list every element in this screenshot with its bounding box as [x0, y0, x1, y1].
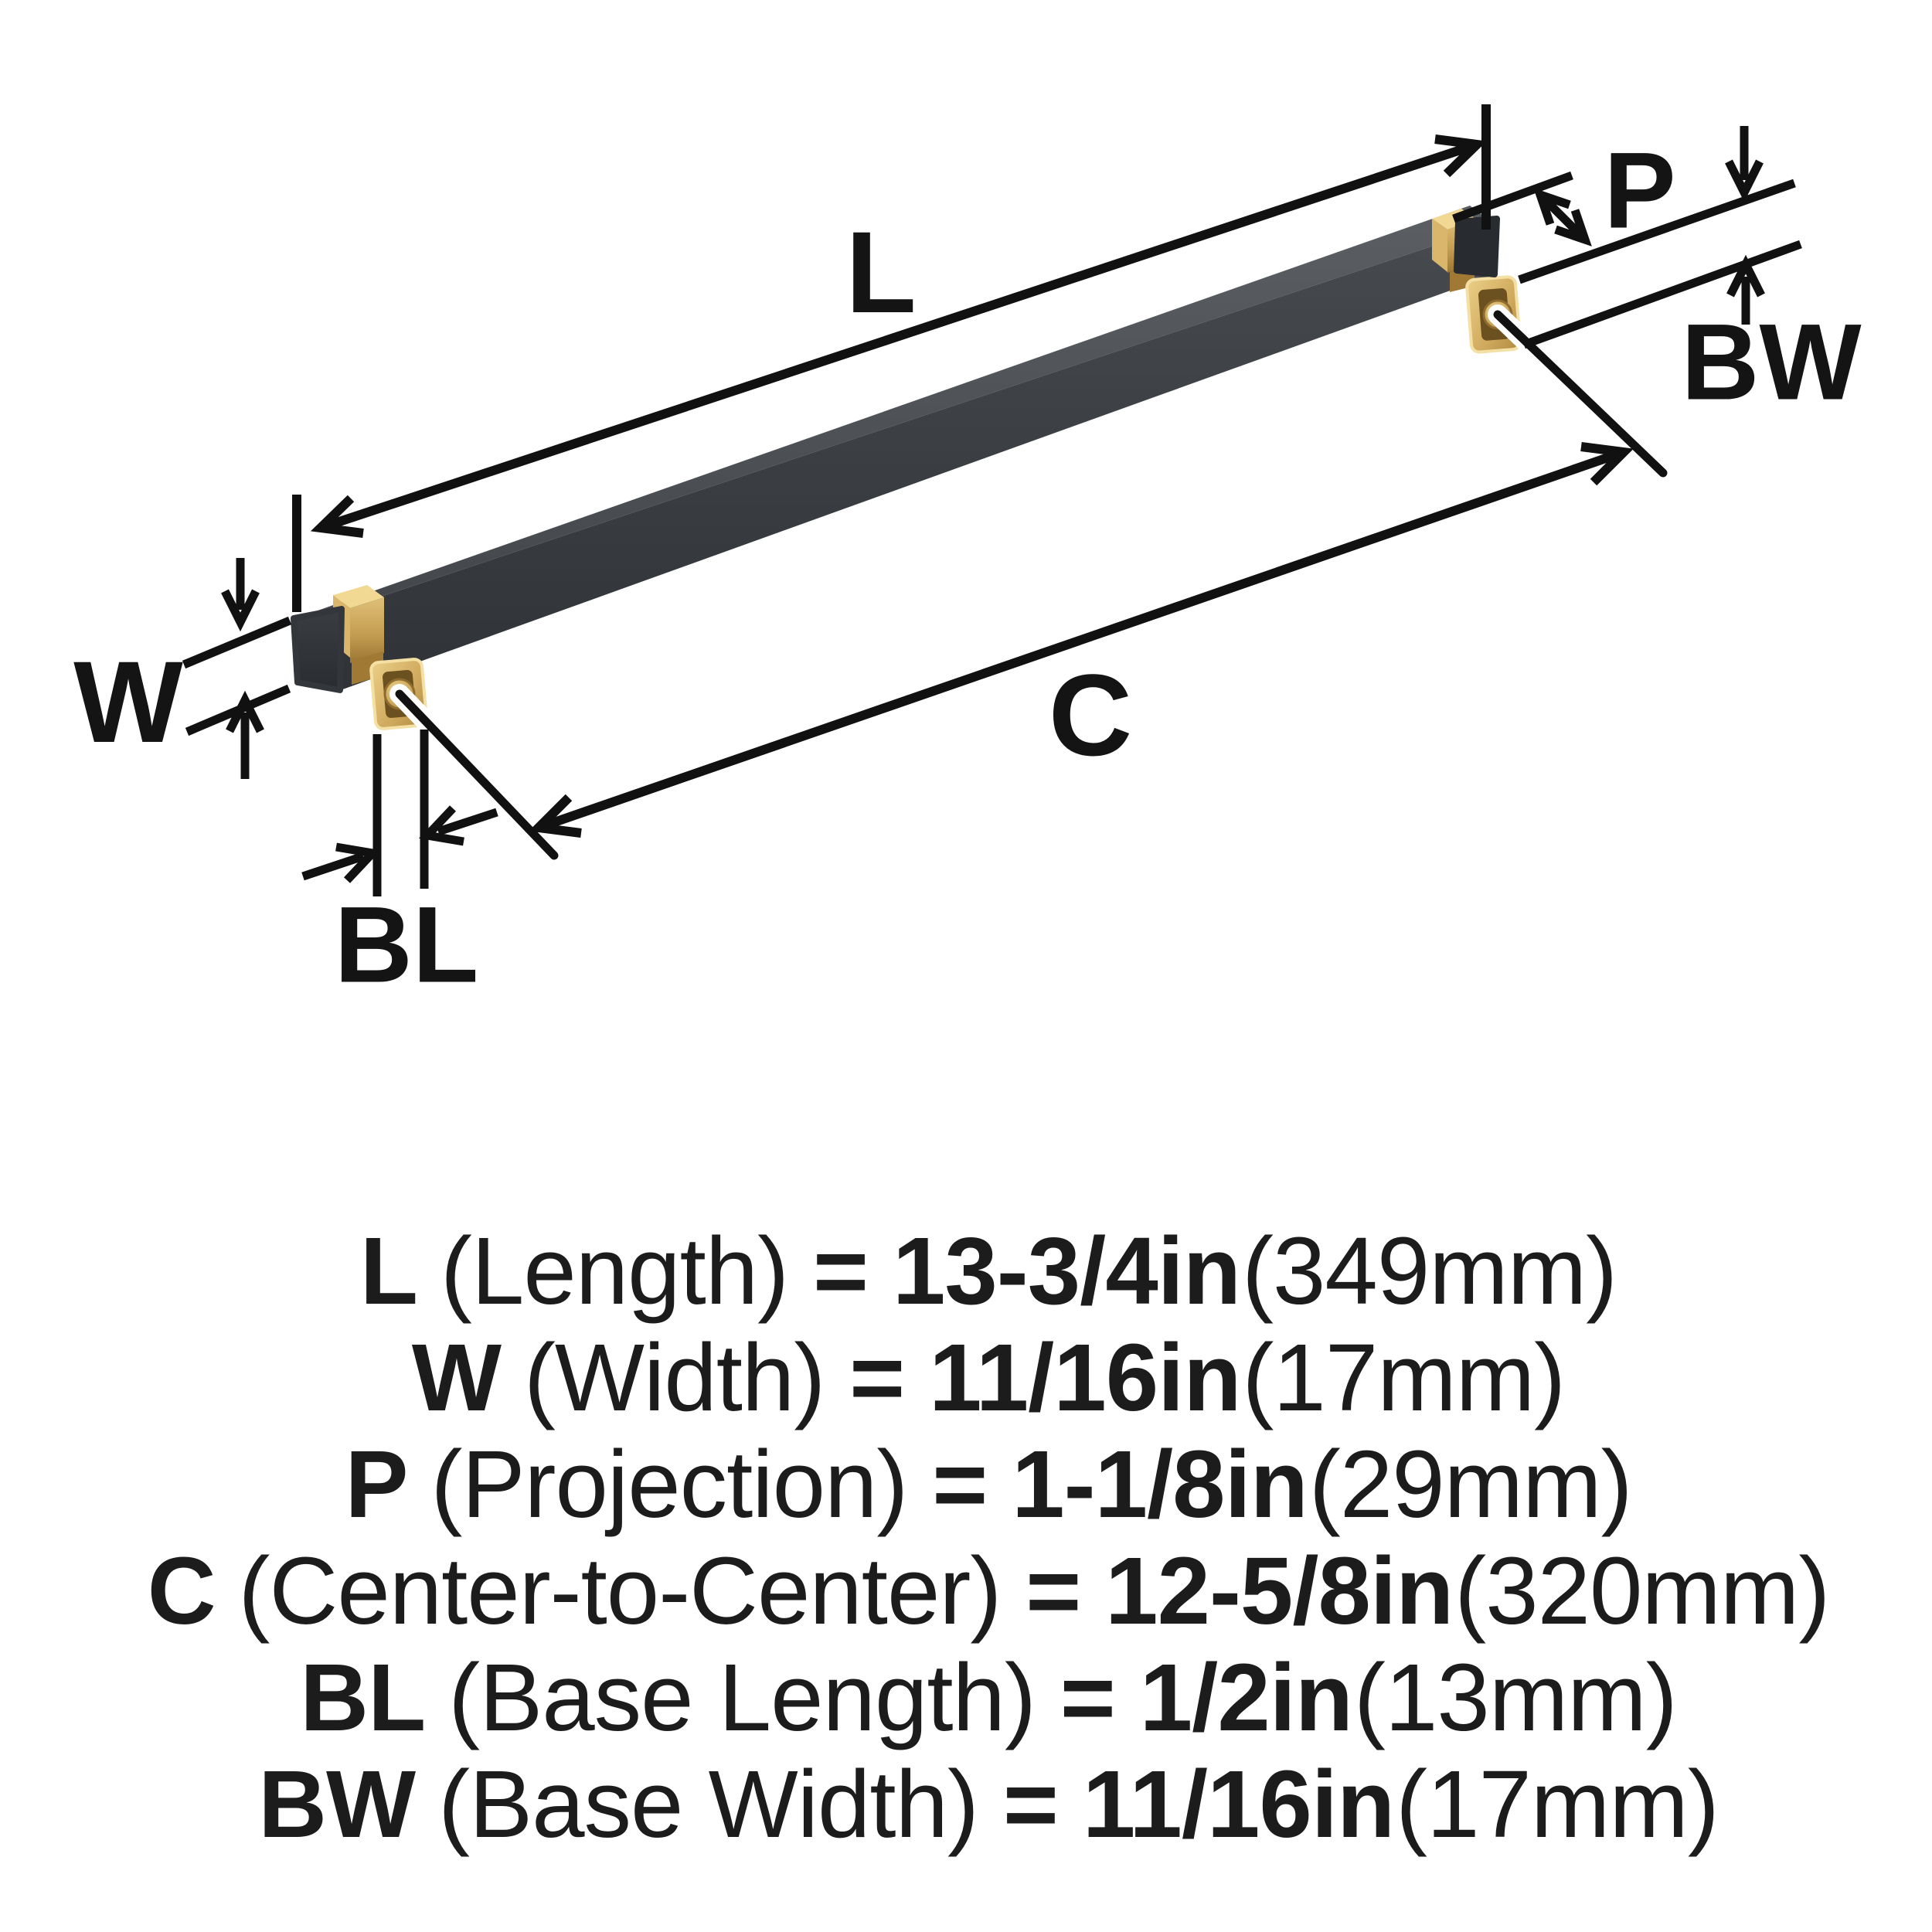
bar-top-face	[294, 206, 1496, 619]
spec-label: L	[359, 1218, 418, 1325]
spec-list: L (Length) = 13-3/4in (349mm) W (Width) …	[0, 1218, 1932, 1858]
arrowhead	[1725, 159, 1764, 202]
arrowhead	[1726, 254, 1765, 298]
spec-equals: =	[932, 1431, 988, 1538]
spec-value-mm: (349mm)	[1242, 1218, 1617, 1325]
spec-label: BW	[258, 1751, 416, 1858]
dim-center-to-center	[529, 442, 1634, 838]
spec-line-length: L (Length) = 13-3/4in (349mm)	[45, 1218, 1932, 1325]
dim-label-bl: BL	[335, 884, 479, 1005]
spec-value-inches: 1/2in	[1139, 1645, 1353, 1751]
dim-bw-upper-line	[1518, 179, 1796, 284]
spec-name: (Width)	[523, 1325, 825, 1431]
arrowhead	[310, 495, 364, 538]
arrowhead	[1580, 442, 1634, 486]
spec-equals: =	[813, 1218, 869, 1325]
spec-line-base-length: BL (Base Length) = 1/2in (13mm)	[45, 1645, 1932, 1751]
spec-value-inches: 13-3/4in	[892, 1218, 1241, 1325]
dim-w-upper-line	[182, 616, 292, 669]
spec-line-center-to-center: C (Center-to-Center) = 12-5/8in (320mm)	[45, 1538, 1932, 1645]
left-screw-leader-line	[395, 689, 559, 860]
dim-label-w: W	[73, 637, 183, 767]
spec-label: P	[345, 1431, 408, 1538]
right-screw-leader-line	[1493, 310, 1668, 478]
handle-bar	[294, 206, 1496, 691]
dim-projection	[1452, 171, 1592, 247]
spec-value-inches: 11/16in	[929, 1325, 1241, 1431]
spec-line-base-width: BW (Base Width) = 11/16in (17mm)	[45, 1751, 1932, 1858]
dim-c-line	[537, 447, 1625, 832]
dim-label-l: L	[845, 207, 917, 337]
dim-width	[182, 558, 292, 779]
spec-line-width: W (Width) = 11/16in (17mm)	[45, 1325, 1932, 1431]
arrowhead	[418, 805, 464, 846]
spec-equals: =	[1026, 1538, 1081, 1645]
spec-equals: =	[1002, 1751, 1059, 1858]
dim-base-length	[301, 730, 498, 896]
spec-equals: =	[849, 1325, 905, 1431]
spec-value-mm: (29mm)	[1308, 1431, 1633, 1538]
dim-p-arrow-shaft	[1540, 195, 1585, 240]
dim-bl-left-arrow-shaft	[301, 852, 365, 881]
bar-left-end-cap	[291, 606, 345, 693]
spec-value-mm: (320mm)	[1454, 1538, 1830, 1645]
arrowhead	[221, 589, 260, 632]
bar-right-end-cap	[1454, 216, 1500, 277]
spec-value-inches: 12-5/8in	[1105, 1538, 1454, 1645]
dim-base-width	[1518, 126, 1802, 349]
spec-value-mm: (13mm)	[1354, 1645, 1678, 1751]
dim-label-c: C	[1049, 650, 1132, 780]
spec-line-projection: P (Projection) = 1-1/8in (29mm)	[45, 1431, 1932, 1538]
spec-name: (Base Length)	[448, 1645, 1036, 1751]
dim-p-upper-line	[1452, 171, 1573, 223]
spec-value-inches: 1-1/8in	[1012, 1431, 1308, 1538]
spec-value-inches: 11/16in	[1082, 1751, 1395, 1858]
spec-equals: =	[1060, 1645, 1116, 1751]
arrowhead	[1533, 188, 1571, 226]
right-clamp-left-face	[1432, 219, 1447, 272]
arrowhead	[1554, 209, 1592, 247]
arrowhead	[529, 794, 582, 838]
dim-l-line	[319, 140, 1478, 532]
left-clamp-top-face	[333, 585, 384, 608]
dim-bl-right-arrow-shaft	[437, 808, 498, 836]
dim-length	[292, 104, 1491, 612]
spec-name: (Projection)	[430, 1431, 909, 1538]
spec-name: (Length)	[440, 1218, 789, 1325]
left-clamp-front-face	[350, 597, 384, 663]
spec-value-mm: (17mm)	[1242, 1325, 1566, 1431]
spec-label: W	[411, 1325, 502, 1431]
spec-label: C	[147, 1538, 216, 1645]
dim-label-bw: BW	[1681, 301, 1861, 423]
spec-label: BL	[300, 1645, 426, 1751]
dim-bw-lower-line	[1522, 240, 1802, 349]
arrowhead	[226, 690, 264, 733]
arrowhead	[335, 842, 382, 883]
spec-value-mm: (17mm)	[1396, 1751, 1719, 1858]
spec-name: (Center-to-Center)	[238, 1538, 1002, 1645]
spec-name: (Base Width)	[438, 1751, 979, 1858]
bar-front-face	[338, 225, 1496, 691]
arrowhead	[1434, 134, 1488, 178]
